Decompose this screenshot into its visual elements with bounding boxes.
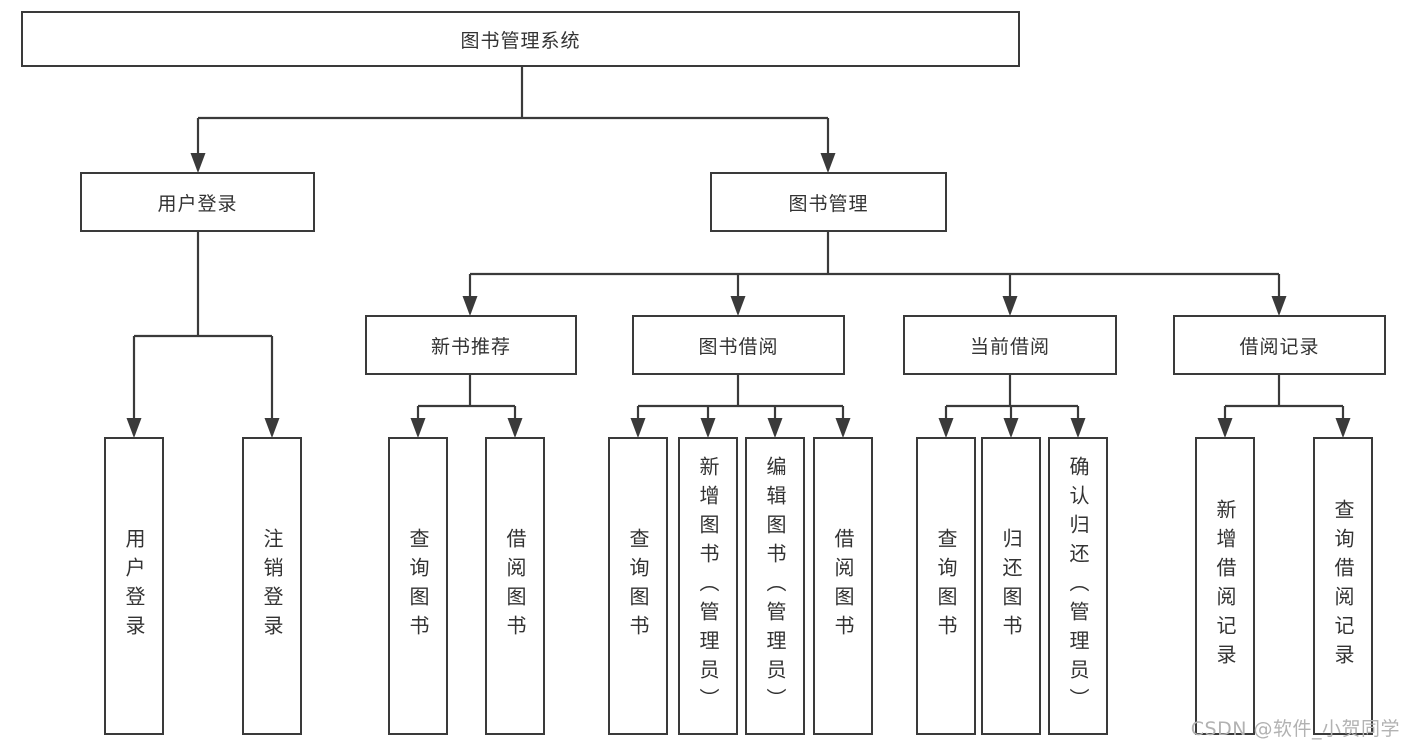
- leaf-user-login-label: 用户登录: [122, 528, 146, 644]
- leaf-return-books-label: 归还图书: [999, 528, 1023, 644]
- leaf-borrow-books-recommend: 借阅图书: [485, 437, 545, 735]
- leaf-add-borrow-record: 新增借阅记录: [1195, 437, 1255, 735]
- leaf-logout-label: 注销登录: [260, 528, 284, 644]
- leaf-query-books-borrowing: 查询图书: [608, 437, 668, 735]
- leaf-logout: 注销登录: [242, 437, 302, 735]
- leaf-query-books-current-label: 查询图书: [934, 528, 958, 644]
- leaf-borrow-books-borrowing: 借阅图书: [813, 437, 873, 735]
- leaf-borrow-books-recommend-label: 借阅图书: [503, 528, 527, 644]
- leaf-query-books-current: 查询图书: [916, 437, 976, 735]
- node-book-management: 图书管理: [710, 172, 947, 232]
- leaf-query-books-recommend: 查询图书: [388, 437, 448, 735]
- leaf-query-borrow-record: 查询借阅记录: [1313, 437, 1373, 735]
- leaf-confirm-return-admin: 确认归还（管理员）: [1048, 437, 1108, 735]
- leaf-return-books: 归还图书: [981, 437, 1041, 735]
- leaf-query-borrow-record-label: 查询借阅记录: [1331, 499, 1355, 673]
- node-root: 图书管理系统: [21, 11, 1020, 67]
- leaf-borrow-books-borrowing-label: 借阅图书: [831, 528, 855, 644]
- node-book-borrowing-label: 图书借阅: [698, 335, 779, 358]
- node-book-borrowing: 图书借阅: [632, 315, 845, 375]
- leaf-user-login: 用户登录: [104, 437, 164, 735]
- leaf-add-book-admin-label: 新增图书（管理员）: [696, 455, 720, 717]
- node-user-login-label: 用户登录: [157, 192, 238, 215]
- leaf-query-books-borrowing-label: 查询图书: [626, 528, 650, 644]
- leaf-edit-book-admin: 编辑图书（管理员）: [745, 437, 805, 735]
- node-borrow-records: 借阅记录: [1173, 315, 1386, 375]
- leaf-query-books-recommend-label: 查询图书: [406, 528, 430, 644]
- node-user-login: 用户登录: [80, 172, 315, 232]
- node-root-label: 图书管理系统: [460, 29, 581, 52]
- node-new-book-recommend-label: 新书推荐: [430, 335, 511, 358]
- node-book-management-label: 图书管理: [788, 192, 869, 215]
- leaf-add-borrow-record-label: 新增借阅记录: [1213, 499, 1237, 673]
- leaf-confirm-return-admin-label: 确认归还（管理员）: [1066, 455, 1090, 717]
- watermark: CSDN @软件_小贺同学: [1190, 718, 1400, 740]
- node-current-borrowing: 当前借阅: [903, 315, 1117, 375]
- node-new-book-recommend: 新书推荐: [365, 315, 577, 375]
- connector-lines: [132, 67, 1345, 435]
- leaf-add-book-admin: 新增图书（管理员）: [678, 437, 738, 735]
- node-current-borrowing-label: 当前借阅: [969, 335, 1050, 358]
- node-borrow-records-label: 借阅记录: [1239, 335, 1320, 358]
- leaf-edit-book-admin-label: 编辑图书（管理员）: [763, 455, 787, 717]
